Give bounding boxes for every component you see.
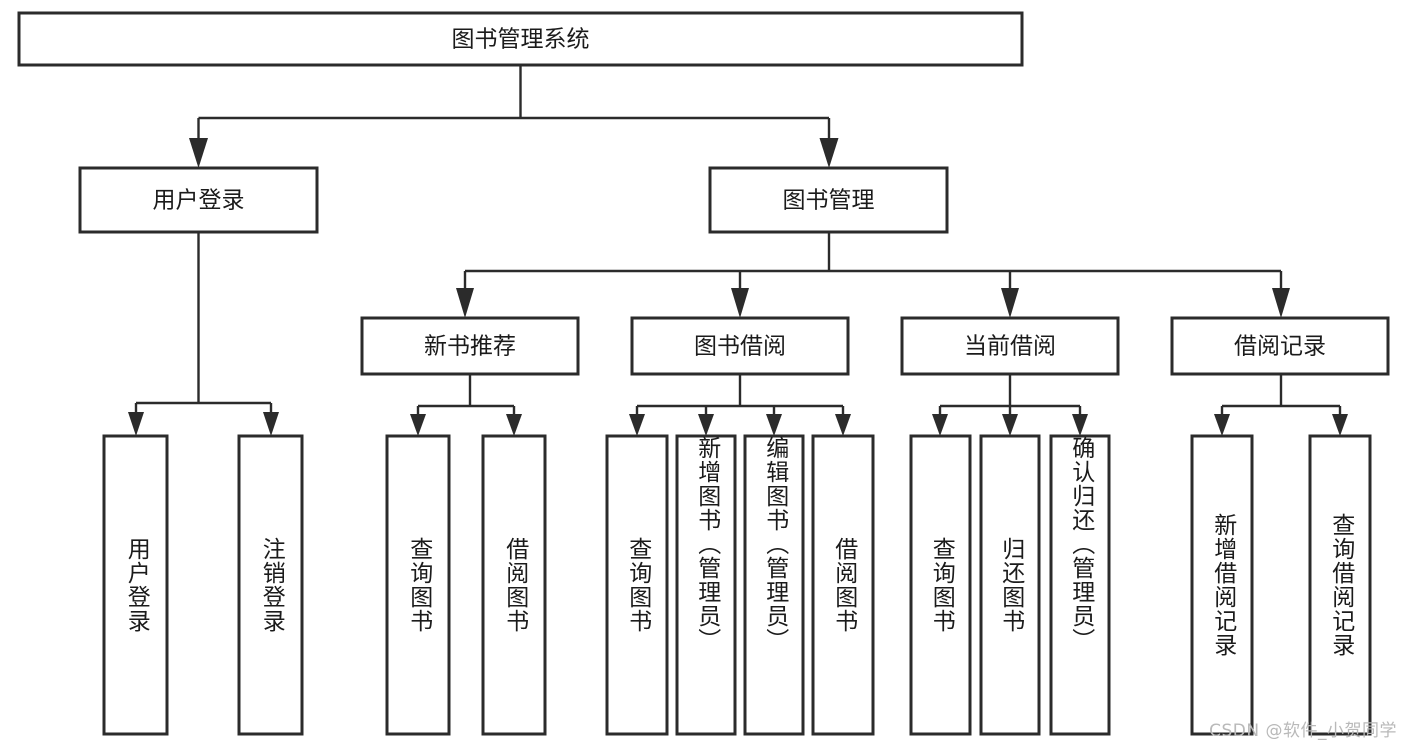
arrowhead-borrow-record bbox=[1272, 288, 1290, 318]
node-book-borrow-rect[interactable] bbox=[630, 316, 850, 376]
leaf-cur-confirm-rect[interactable] bbox=[1049, 434, 1111, 736]
arrowhead-leaf-rec-query bbox=[410, 414, 426, 436]
node-root[interactable]: 图书管理系统 bbox=[17, 11, 1024, 67]
leaf-cur-query-rect[interactable] bbox=[909, 434, 972, 736]
node-new-book-rec-label: 新书推荐 bbox=[424, 334, 516, 360]
arrowhead-leaf-borrow-edit bbox=[766, 414, 782, 436]
node-user-login-label: 用户登录 bbox=[153, 188, 245, 214]
leaf-rec-add-rect[interactable] bbox=[1190, 434, 1254, 736]
node-new-book-rec-rect[interactable] bbox=[360, 316, 580, 376]
arrowhead-leaf-borrow-lend bbox=[835, 414, 851, 436]
arrowhead-current-borrow bbox=[1001, 288, 1019, 318]
node-book-borrow-label: 图书借阅 bbox=[694, 334, 786, 360]
leaf-cur-return-rect[interactable] bbox=[979, 434, 1041, 736]
leaf-rec-borrow-rect[interactable] bbox=[481, 434, 547, 736]
arrowhead-leaf-cur-return bbox=[1002, 414, 1018, 436]
leaf-borrow-edit-rect[interactable] bbox=[743, 434, 805, 736]
arrowhead-leaf-rec-add bbox=[1214, 414, 1230, 436]
arrowhead-new-book-rec bbox=[456, 288, 474, 318]
leaf-borrow-query-rect[interactable] bbox=[605, 434, 669, 736]
node-user-login[interactable]: 用户登录 bbox=[78, 166, 319, 234]
node-user-login-rect[interactable] bbox=[78, 166, 319, 234]
edges-layer bbox=[128, 65, 1348, 436]
node-book-manage-rect[interactable] bbox=[708, 166, 949, 234]
leaf-borrow-add-rect[interactable] bbox=[675, 434, 737, 736]
leaf-rec-query2-rect[interactable] bbox=[1308, 434, 1372, 736]
node-root-label: 图书管理系统 bbox=[452, 27, 590, 53]
arrowhead-book-manage bbox=[819, 138, 839, 168]
arrowhead-book-borrow bbox=[731, 288, 749, 318]
node-book-borrow[interactable]: 图书借阅 bbox=[630, 316, 850, 376]
node-new-book-rec[interactable]: 新书推荐 bbox=[360, 316, 580, 376]
node-borrow-record-rect[interactable] bbox=[1170, 316, 1390, 376]
node-current-borrow[interactable]: 当前借阅 bbox=[900, 316, 1120, 376]
arrowhead-leaf-borrow-query bbox=[629, 414, 645, 436]
nodes-layer: 图书管理系统 用户登录 图书管理 新书推荐 图书借阅 当前 bbox=[17, 11, 1390, 736]
leaf-rec-query-rect[interactable] bbox=[385, 434, 451, 736]
node-borrow-record-label: 借阅记录 bbox=[1234, 334, 1326, 360]
arrowhead-leaf-cur-query bbox=[932, 414, 948, 436]
arrowhead-user-login bbox=[189, 138, 208, 168]
node-book-manage-label: 图书管理 bbox=[783, 188, 875, 214]
node-borrow-record[interactable]: 借阅记录 bbox=[1170, 316, 1390, 376]
node-root-rect[interactable] bbox=[17, 11, 1024, 67]
arrowhead-leaf-user-logout bbox=[263, 412, 279, 436]
node-book-manage[interactable]: 图书管理 bbox=[708, 166, 949, 234]
arrowhead-leaf-cur-confirm bbox=[1072, 414, 1088, 436]
csdn-watermark: CSDN @软件_小贺同学 bbox=[1209, 721, 1397, 741]
leaf-user-logout-rect[interactable] bbox=[237, 434, 304, 736]
arrowhead-leaf-rec-borrow bbox=[506, 414, 522, 436]
leaf-user-login-rect[interactable] bbox=[102, 434, 169, 736]
node-current-borrow-rect[interactable] bbox=[900, 316, 1120, 376]
node-current-borrow-label: 当前借阅 bbox=[964, 334, 1056, 360]
arrowhead-leaf-user-login bbox=[128, 412, 144, 436]
leaf-borrow-lend-rect[interactable] bbox=[811, 434, 875, 736]
arrowhead-leaf-borrow-add bbox=[698, 414, 714, 436]
arrowhead-leaf-rec-query2 bbox=[1332, 414, 1348, 436]
